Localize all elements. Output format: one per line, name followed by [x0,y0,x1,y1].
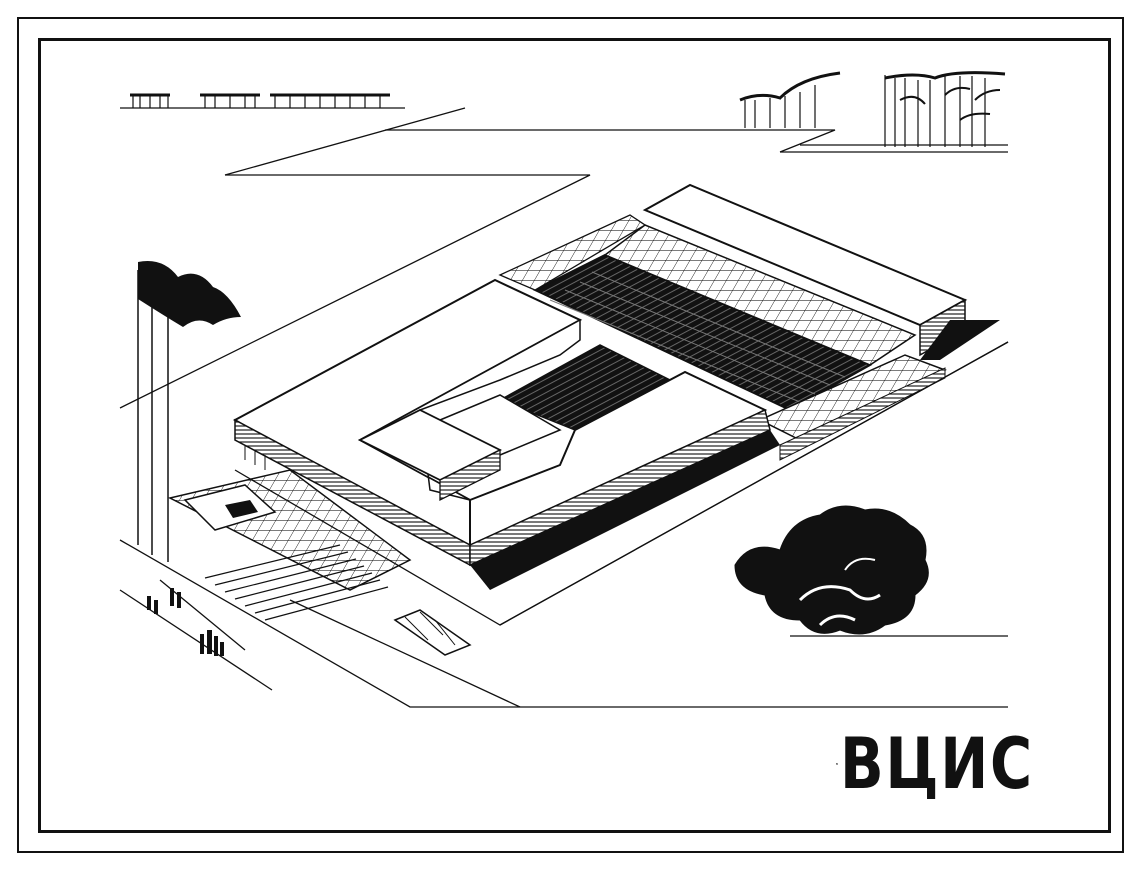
ground-skylight [393,609,472,656]
flagpoles [137,270,169,562]
tree-row-right [739,71,1008,153]
tree-foreground [734,505,1008,637]
main-shadow [470,430,780,590]
entrance-steps [204,544,389,621]
bciis-logo-mark-icon [836,763,838,765]
flag [138,261,241,327]
tree-row-left [120,93,405,109]
logo-text: ВЦИС [839,723,1034,805]
pool-hall-shadow [920,320,1000,360]
inner-frame [38,38,1111,833]
outer-frame [17,17,1124,853]
people-figures [147,588,224,656]
glazed-roof [603,224,917,366]
publisher-logo: ВЦИС [836,728,1076,800]
